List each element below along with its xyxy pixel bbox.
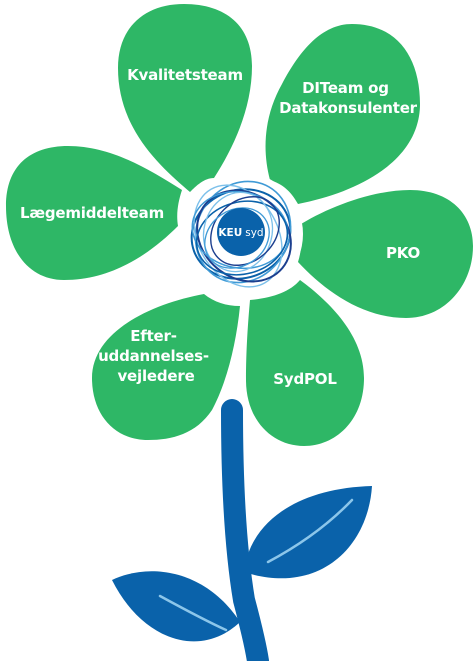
petal-pko[interactable] bbox=[298, 190, 473, 318]
petal-efteruddannelse[interactable] bbox=[92, 294, 240, 440]
petal-diteam[interactable] bbox=[265, 24, 420, 204]
stem-group bbox=[112, 399, 372, 661]
label-diteam: DITeam og Datakonsulenter bbox=[279, 79, 418, 117]
center-disc bbox=[217, 208, 265, 256]
right-leaf bbox=[244, 486, 372, 579]
petal-labels: Kvalitetsteam DITeam og Datakonsulenter … bbox=[20, 66, 420, 388]
label-sydpol: SydPOL bbox=[273, 370, 337, 388]
label-kvalitetsteam: Kvalitetsteam bbox=[127, 66, 243, 84]
petal-kvalitetsteam[interactable] bbox=[118, 4, 252, 192]
left-leaf-vein bbox=[158, 594, 228, 632]
petal-sydpol[interactable] bbox=[246, 280, 364, 446]
label-pko: PKO bbox=[386, 244, 420, 262]
petals bbox=[6, 4, 473, 446]
stem bbox=[221, 399, 269, 661]
left-leaf bbox=[112, 571, 240, 642]
label-laegemiddelteam: Lægemiddelteam bbox=[20, 204, 164, 222]
petal-laegemiddelteam[interactable] bbox=[6, 146, 182, 280]
right-leaf-vein bbox=[266, 498, 354, 564]
label-efteruddannelse: Efter- uddannelses- vejledere bbox=[98, 327, 214, 385]
